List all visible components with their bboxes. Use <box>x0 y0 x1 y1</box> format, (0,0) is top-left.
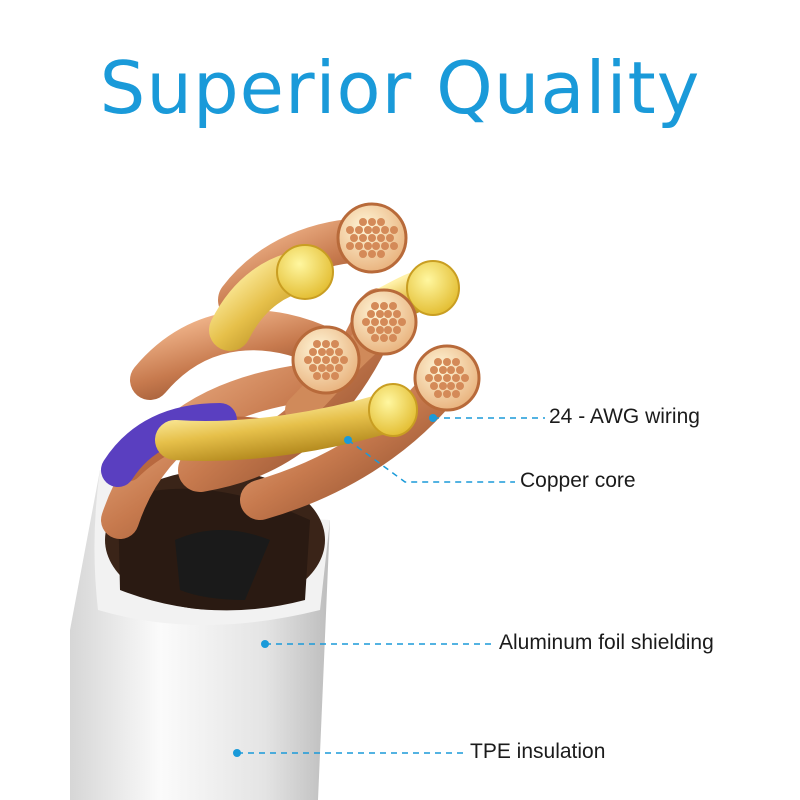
gold-wire-ends <box>276 244 460 437</box>
callout-lines <box>237 417 545 754</box>
callout-label-tpe-insulation: TPE insulation <box>470 740 606 763</box>
callout-dot-foil <box>261 640 269 648</box>
callout-label-aluminum-foil: Aluminum foil shielding <box>499 631 714 654</box>
callout-dot-tpe <box>233 749 241 757</box>
callout-label-awg-wiring: 24 - AWG wiring <box>549 405 700 428</box>
callout-dots <box>233 414 437 757</box>
strand-dots <box>304 218 469 398</box>
callout-dot-copper <box>344 436 352 444</box>
page-title: Superior Quality <box>99 46 701 130</box>
callout-dot-awg <box>429 414 437 422</box>
callout-line-copper <box>347 439 515 483</box>
callout-label-copper-core: Copper core <box>520 469 636 492</box>
